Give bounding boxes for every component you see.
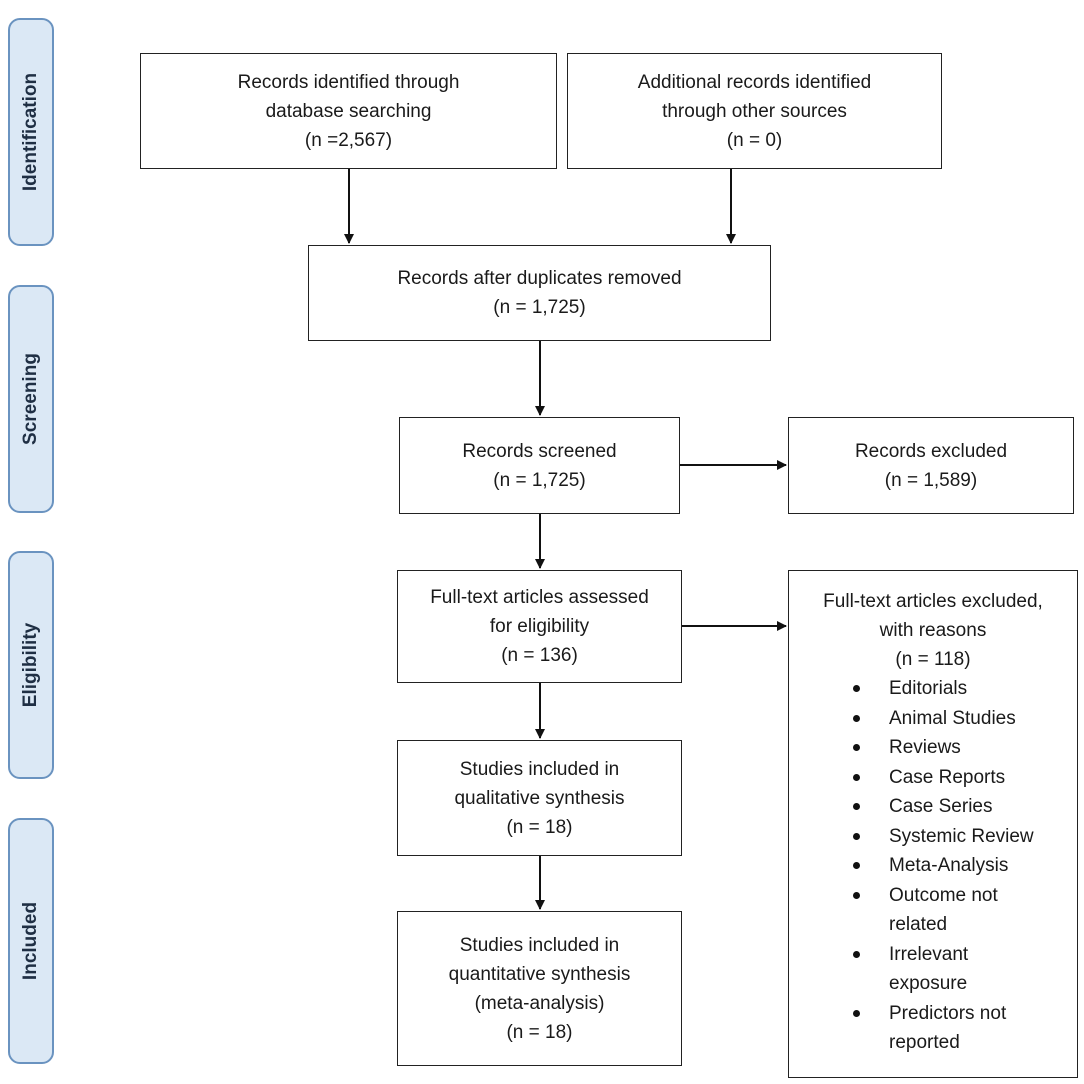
box-line: (n = 118) [895,649,971,670]
stage-included: Included [8,818,54,1064]
box-fulltext-assessed: Full-text articles assessed for eligibil… [397,570,682,683]
exclusion-reasons-list: Editorials Animal Studies Reviews Case R… [797,674,1069,1058]
box-line: (n = 136) [501,645,578,666]
box-other-sources: Additional records identified through ot… [567,53,942,169]
stage-label: Eligibility [20,622,42,708]
box-quantitative-synthesis: Studies included in quantitative synthes… [397,911,682,1066]
exclusion-reason: Reviews [797,733,1069,763]
box-line: (n =2,567) [304,129,393,151]
exclusion-reason: Case Reports [797,763,1069,793]
stage-label: Screening [20,353,41,445]
stage-label: Identification [20,72,42,192]
box-line: (n = 18) [506,1021,573,1043]
exclusion-reason: Meta-Analysis [797,851,1069,881]
box-qualitative-synthesis: Studies included in qualitative synthesi… [397,740,682,856]
exclusion-reason: Predictors not reported [797,999,1049,1058]
box-line: Full-text articles assessed [430,587,649,608]
box-line: through other sources [662,100,847,122]
box-after-duplicates: Records after duplicates removed (n = 1,… [308,245,771,341]
stage-eligibility: Eligibility [8,551,54,779]
exclusion-reason: Editorials [797,674,1069,704]
box-line: database searching [265,100,432,122]
stage-label: Included [20,901,41,981]
stage-screening: Screening [8,285,54,513]
box-line: Records identified through [237,71,460,93]
box-line: (n = 1,725) [493,297,586,318]
box-line: Studies included in [459,934,620,956]
box-line: (meta-analysis) [474,992,605,1014]
box-line: (n = 0) [726,129,783,151]
box-line: for eligibility [489,616,590,637]
exclusion-reason: Irrelevant exposure [797,940,1049,999]
exclusion-reason: Animal Studies [797,704,1069,734]
box-line: Studies included in [459,758,620,780]
box-line: Records excluded [854,440,1008,462]
exclusion-reason: Outcome not related [797,881,1049,940]
box-line: Additional records identified [637,71,872,93]
box-database-searching: Records identified through database sear… [140,53,557,169]
box-line: Records after duplicates removed [397,268,682,289]
box-line: Full-text articles excluded, [823,591,1043,612]
box-line: (n = 1,589) [884,469,978,491]
exclusion-reason: Systemic Review [797,822,1069,852]
box-line: with reasons [879,620,987,641]
box-records-excluded: Records excluded (n = 1,589) [788,417,1074,514]
box-line: qualitative synthesis [454,787,625,809]
box-line: quantitative synthesis [448,963,631,985]
box-fulltext-excluded: Full-text articles excluded, with reason… [788,570,1078,1078]
exclusion-reason: Case Series [797,792,1069,822]
stage-identification: Identification [8,18,54,246]
box-line: (n = 18) [506,816,573,838]
box-line: (n = 1,725) [493,469,586,491]
box-records-screened: Records screened (n = 1,725) [399,417,680,514]
box-line: Records screened [462,440,617,462]
